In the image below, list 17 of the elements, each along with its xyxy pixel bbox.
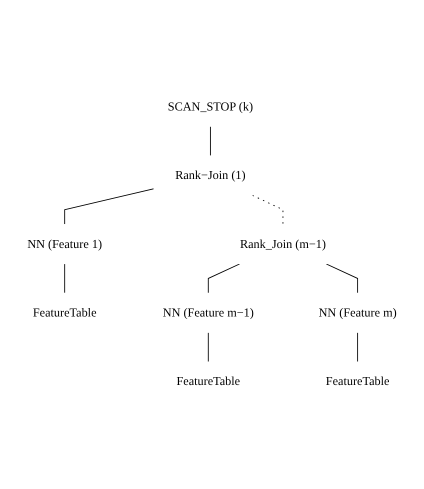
node-text: Rank−Join (1) (175, 168, 246, 182)
node-text: NN (Feature 1) (27, 237, 102, 252)
node-text: SCAN_STOP (k) (168, 100, 254, 114)
connector (64, 264, 66, 294)
connector (252, 195, 284, 225)
connector (208, 332, 209, 362)
node-text: FeatureTable (326, 374, 390, 389)
connector (208, 264, 240, 294)
connector (64, 188, 154, 225)
node-text: FeatureTable (176, 374, 240, 389)
node-text: NN (Feature m) (318, 306, 397, 320)
connector (210, 126, 211, 156)
node-text: Rank_Join (m−1) (240, 237, 326, 252)
node-text: FeatureTable (32, 306, 97, 320)
connector (357, 332, 358, 362)
node-text: NN (Feature m−1) (162, 306, 254, 320)
connector (326, 264, 358, 294)
